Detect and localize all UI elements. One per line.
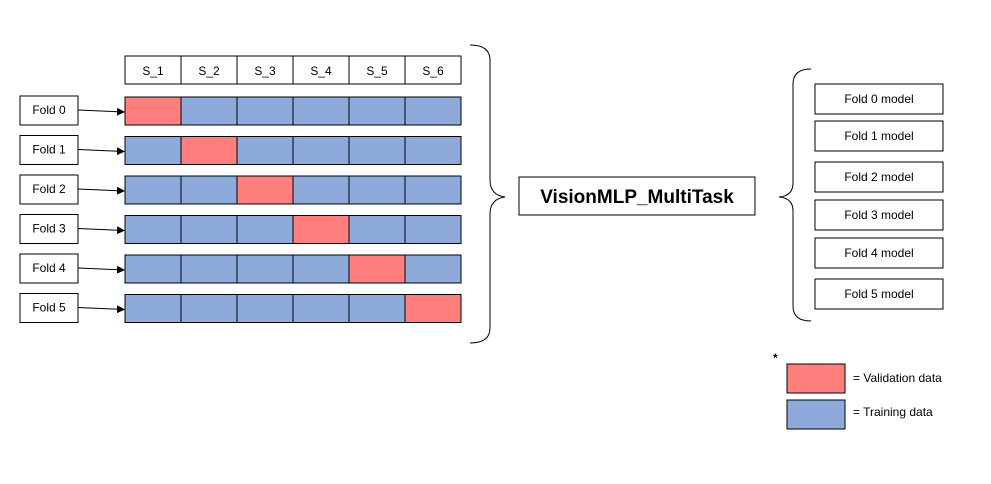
output-model-box [814, 278, 944, 310]
output-model-box [814, 199, 944, 231]
training-cell [292, 294, 350, 323]
validation-cell [236, 175, 294, 205]
training-cell [292, 254, 350, 284]
fold-row: Fold 3 [19, 214, 462, 244]
training-cell [236, 136, 294, 165]
output-model-box [814, 83, 944, 115]
left-curly-brace [469, 44, 506, 344]
output-model-box [814, 237, 944, 269]
subject-label: S_2 [198, 64, 220, 78]
training-cell [180, 175, 238, 205]
fold-arrow [77, 186, 125, 195]
training-cell [236, 96, 294, 126]
training-cell [124, 175, 182, 205]
legend: * = Validation data = Training data [773, 351, 942, 430]
training-cell [180, 254, 238, 284]
validation-cell [124, 96, 182, 126]
fold-label-box [19, 95, 79, 126]
output-model-label: Fold 0 model [844, 92, 913, 106]
legend-validation-label: = Validation data [853, 371, 942, 385]
training-cell [124, 136, 182, 165]
training-cell [348, 175, 406, 205]
subject-header-cell [180, 55, 238, 85]
output-model-label: Fold 5 model [844, 287, 913, 301]
training-cell [236, 254, 294, 284]
training-cell [348, 294, 406, 323]
subject-label: S_1 [142, 64, 164, 78]
model-box: VisionMLP_MultiTask [518, 176, 756, 216]
fold-arrow [77, 147, 125, 156]
validation-cell [292, 215, 350, 244]
training-cell [404, 136, 462, 165]
training-cell [124, 215, 182, 244]
model-name: VisionMLP_MultiTask [540, 187, 734, 208]
fold-label-box [19, 135, 79, 165]
subject-header-row: S_1 S_2 S_3 S_4 S_5 S_6 [124, 55, 462, 85]
subject-header-cell [404, 55, 462, 85]
training-cell [404, 175, 462, 205]
fold-label: Fold 2 [32, 182, 66, 196]
training-cell [404, 215, 462, 244]
fold-arrow [77, 305, 125, 314]
training-cell [236, 215, 294, 244]
training-cell [292, 136, 350, 165]
training-cell [180, 215, 238, 244]
fold-row: Fold 1 [19, 135, 462, 165]
training-cell [348, 215, 406, 244]
fold-label: Fold 4 [32, 261, 66, 275]
subject-label: S_4 [310, 64, 332, 78]
fold-rows: Fold 0 Fold 1 Fold 2 Fold 3 Fold 4 Fold 5 [19, 95, 462, 323]
fold-row: Fold 2 [19, 174, 462, 205]
training-cell [348, 96, 406, 126]
legend-validation-swatch [786, 363, 846, 394]
validation-cell [180, 136, 238, 165]
output-model-box [814, 120, 944, 152]
output-model-box [814, 161, 944, 193]
training-cell [292, 96, 350, 126]
fold-label-box [19, 293, 79, 323]
output-model-label: Fold 3 model [844, 208, 913, 222]
fold-row: Fold 0 [19, 95, 462, 126]
output-model-label: Fold 2 model [844, 170, 913, 184]
legend-training-label: = Training data [853, 405, 933, 419]
training-cell [404, 254, 462, 284]
subject-header-cell [124, 55, 182, 85]
validation-cell [404, 294, 462, 323]
legend-training-swatch [786, 399, 846, 430]
training-cell [348, 136, 406, 165]
output-model-label: Fold 4 model [844, 246, 913, 260]
training-cell [180, 294, 238, 323]
training-cell [236, 294, 294, 323]
fold-row: Fold 4 [19, 253, 462, 284]
fold-label: Fold 1 [32, 143, 66, 157]
output-model-label: Fold 1 model [844, 129, 913, 143]
legend-asterisk: * [773, 351, 778, 365]
validation-cell [348, 254, 406, 284]
subject-header-cell [348, 55, 406, 85]
subject-header-cell [236, 55, 294, 85]
fold-label: Fold 3 [32, 222, 66, 236]
fold-label-box [19, 214, 79, 244]
fold-arrow [77, 226, 125, 235]
fold-label: Fold 5 [32, 301, 66, 315]
fold-label-box [19, 174, 79, 205]
right-curly-brace [778, 68, 812, 322]
training-cell [124, 254, 182, 284]
subject-label: S_5 [366, 64, 388, 78]
subject-label: S_6 [422, 64, 444, 78]
fold-label: Fold 0 [32, 103, 66, 117]
training-cell [404, 96, 462, 126]
subject-label: S_3 [254, 64, 276, 78]
training-cell [292, 175, 350, 205]
fold-arrow [77, 107, 125, 116]
training-cell [180, 96, 238, 126]
training-cell [124, 294, 182, 323]
fold-arrow [77, 265, 125, 274]
fold-row: Fold 5 [19, 293, 462, 323]
